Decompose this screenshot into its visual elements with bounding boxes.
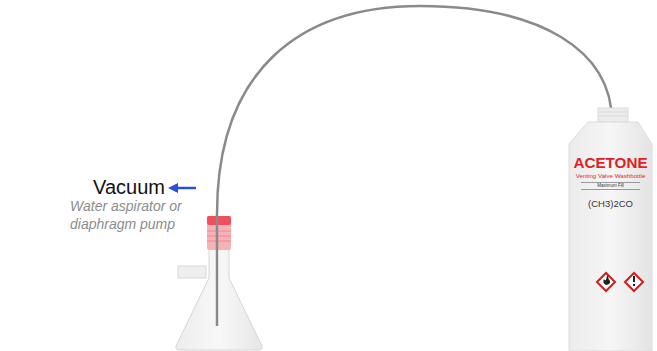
formula: (CH3)2CO [569, 198, 652, 209]
vacuum-label: Vacuum [93, 176, 165, 199]
wash-bottle [569, 108, 652, 351]
bottle-title: ACETONE [569, 154, 652, 171]
vacuum-arrow [176, 187, 196, 190]
bottle-subtitle: Venting Valve Washbottle [569, 172, 652, 179]
fill-mark: Maximum Fill [581, 182, 640, 190]
pump-note: Water aspirator or diaphragm pump [70, 197, 210, 233]
tubing [217, 6, 612, 214]
bottle-label: ACETONEVenting Valve WashbottleMaximum F… [569, 144, 652, 209]
arrow-head [168, 183, 178, 193]
filter-flask [176, 214, 262, 350]
